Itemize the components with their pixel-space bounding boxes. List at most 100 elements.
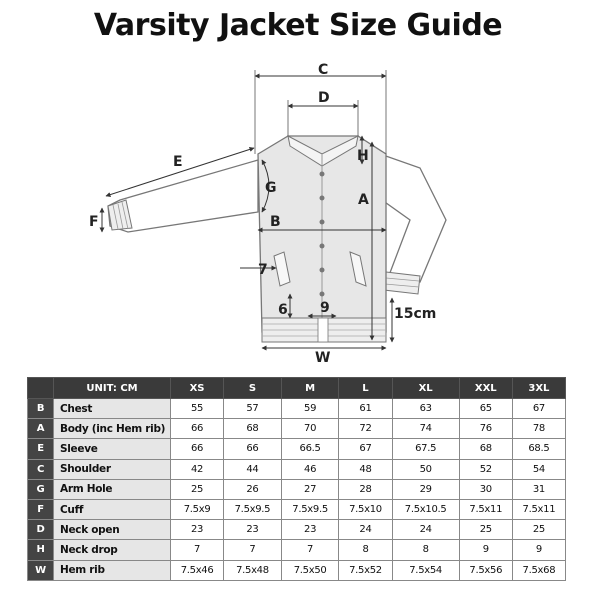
measure-name: Arm Hole bbox=[53, 478, 171, 500]
measure-value: 66 bbox=[169, 438, 225, 460]
header-blank-cell bbox=[27, 377, 54, 399]
measure-value: 68 bbox=[223, 418, 282, 440]
measure-value: 54 bbox=[511, 458, 567, 480]
size-header: L bbox=[338, 377, 393, 399]
measure-value: 7.5x46 bbox=[169, 559, 225, 581]
label-w: W bbox=[315, 350, 330, 366]
measure-code: B bbox=[27, 397, 54, 420]
measure-value: 52 bbox=[458, 458, 513, 480]
measure-value: 7.5x11 bbox=[458, 498, 513, 521]
right-cuff bbox=[383, 271, 421, 295]
size-header: S bbox=[223, 377, 282, 399]
label-e: E bbox=[173, 154, 183, 170]
measure-value: 30 bbox=[458, 478, 513, 500]
measure-value: 48 bbox=[338, 458, 393, 480]
measure-name: Hem rib bbox=[53, 559, 171, 581]
jacket-diagram: C D H E G A B F 7 6 9 15cm W bbox=[0, 50, 596, 370]
size-header: XS bbox=[169, 377, 225, 399]
measure-value: 67 bbox=[338, 438, 393, 460]
measure-value: 44 bbox=[223, 458, 282, 480]
measure-value: 67.5 bbox=[391, 438, 460, 460]
measure-value: 7.5x52 bbox=[338, 559, 393, 581]
measure-value: 28 bbox=[338, 478, 393, 500]
right-sleeve bbox=[379, 153, 447, 283]
measure-value: 7.5x9 bbox=[169, 498, 225, 521]
measure-value: 25 bbox=[458, 519, 513, 541]
label-f: F bbox=[89, 214, 99, 230]
measure-value: 61 bbox=[338, 397, 393, 420]
measure-value: 24 bbox=[391, 519, 460, 541]
size-header: M bbox=[280, 377, 340, 399]
size-header-row: UNIT: CM XS S M L XL XXL 3XL bbox=[27, 377, 567, 399]
measure-value: 8 bbox=[391, 539, 460, 561]
measure-value: 27 bbox=[280, 478, 340, 500]
measure-code: A bbox=[27, 418, 54, 440]
measure-value: 24 bbox=[338, 519, 393, 541]
measure-value: 66.5 bbox=[280, 438, 340, 460]
measure-value: 9 bbox=[458, 539, 513, 561]
size-header: XL bbox=[391, 377, 460, 399]
measure-value: 7 bbox=[169, 539, 225, 561]
measure-value: 78 bbox=[511, 418, 567, 440]
measure-value: 7.5x48 bbox=[223, 559, 282, 581]
measure-value: 25 bbox=[169, 478, 225, 500]
measure-value: 23 bbox=[169, 519, 225, 541]
measure-name: Neck open bbox=[53, 519, 171, 541]
label-b: B bbox=[270, 214, 281, 230]
measure-name: Neck drop bbox=[53, 539, 171, 561]
size-header: XXL bbox=[458, 377, 513, 399]
measure-value: 26 bbox=[223, 478, 282, 500]
label-7: 7 bbox=[258, 262, 268, 278]
measure-value: 7.5x54 bbox=[391, 559, 460, 581]
measure-value: 46 bbox=[280, 458, 340, 480]
measure-name: Shoulder bbox=[53, 458, 171, 480]
jacket-illustration: C D H E G A B F 7 6 9 15cm W bbox=[89, 62, 447, 366]
measure-value: 59 bbox=[280, 397, 340, 420]
measure-name: Cuff bbox=[53, 498, 171, 521]
measure-value: 55 bbox=[169, 397, 225, 420]
measure-value: 74 bbox=[391, 418, 460, 440]
label-c: C bbox=[318, 62, 328, 78]
measure-value: 57 bbox=[223, 397, 282, 420]
measure-value: 9 bbox=[511, 539, 567, 561]
label-h: H bbox=[357, 148, 369, 164]
measure-value: 63 bbox=[391, 397, 460, 420]
measure-value: 7 bbox=[223, 539, 282, 561]
measure-value: 66 bbox=[169, 418, 225, 440]
label-hem-15cm: 15cm bbox=[394, 306, 436, 322]
measure-value: 7.5x56 bbox=[458, 559, 513, 581]
measure-value: 7.5x11 bbox=[511, 498, 567, 521]
measure-value: 7 bbox=[280, 539, 340, 561]
label-g: G bbox=[265, 180, 277, 196]
measure-value: 31 bbox=[511, 478, 567, 500]
measure-value: 23 bbox=[223, 519, 282, 541]
measure-name: Body (inc Hem rib) bbox=[53, 418, 171, 440]
measure-value: 65 bbox=[458, 397, 513, 420]
measure-code: W bbox=[27, 559, 54, 581]
measure-code: G bbox=[27, 478, 54, 500]
measure-value: 25 bbox=[511, 519, 567, 541]
label-9: 9 bbox=[320, 300, 330, 316]
measure-value: 42 bbox=[169, 458, 225, 480]
measure-value: 72 bbox=[338, 418, 393, 440]
unit-header: UNIT: CM bbox=[53, 377, 171, 399]
measure-value: 66 bbox=[223, 438, 282, 460]
measure-value: 7.5x10.5 bbox=[391, 498, 460, 521]
label-a: A bbox=[358, 192, 369, 208]
measure-code: F bbox=[27, 498, 54, 521]
measure-code: H bbox=[27, 539, 54, 561]
measure-value: 50 bbox=[391, 458, 460, 480]
measure-code: E bbox=[27, 438, 54, 460]
measure-value: 7.5x9.5 bbox=[280, 498, 340, 521]
measure-value: 7.5x68 bbox=[511, 559, 567, 581]
